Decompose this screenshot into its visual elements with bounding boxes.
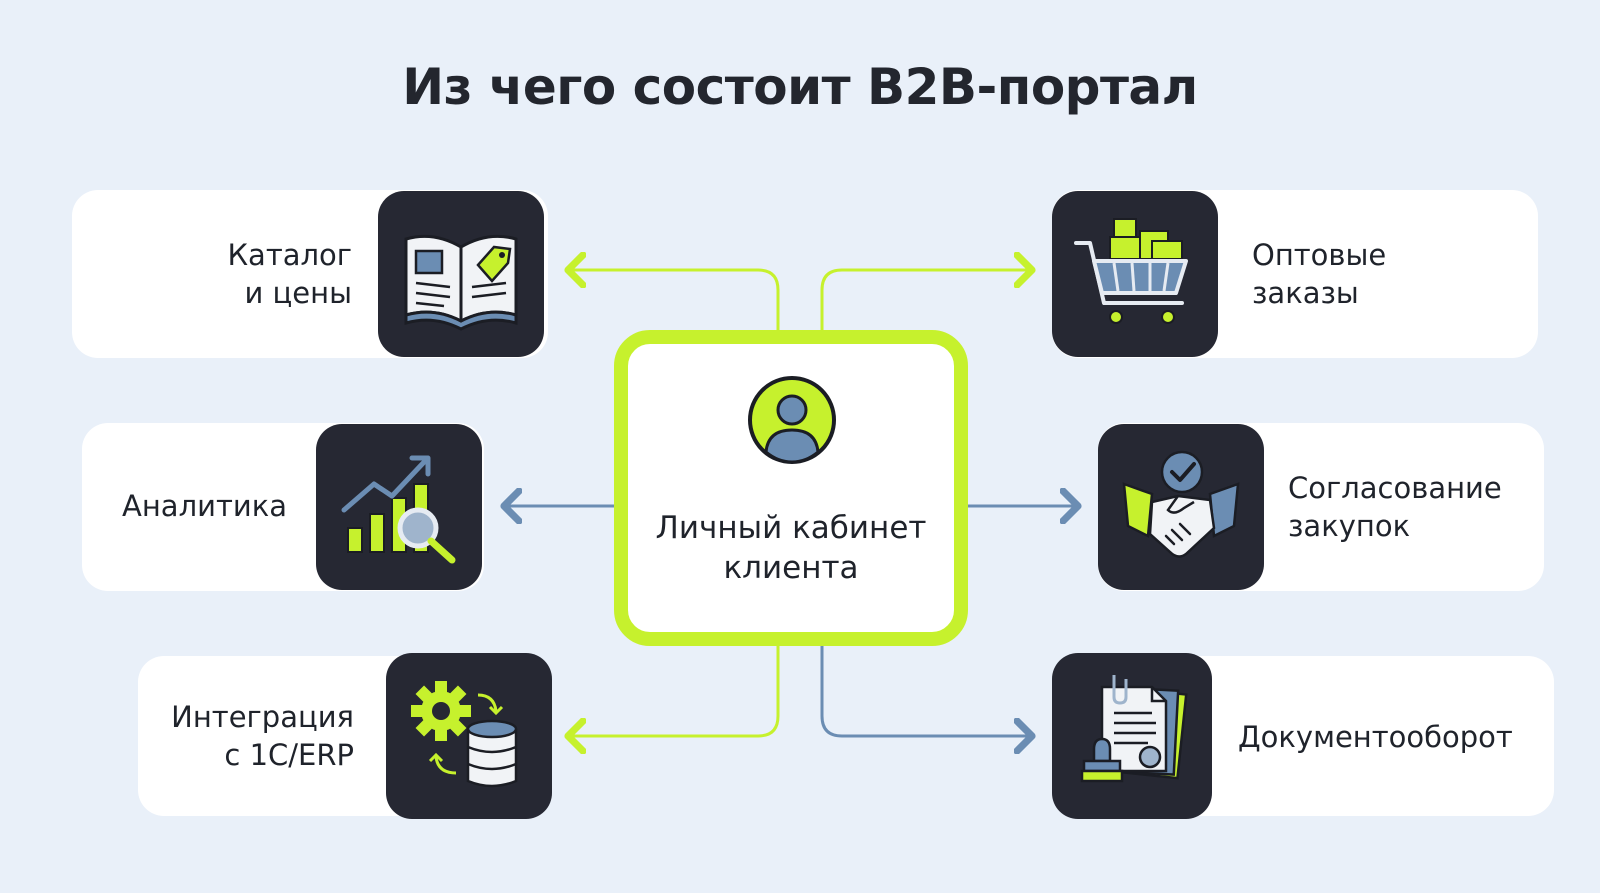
card-documents-label: Документооборот — [1238, 720, 1513, 754]
card-integration-label: Интеграция с 1С/ERP — [171, 700, 354, 772]
card-analytics: Аналитика — [82, 423, 484, 591]
analytics-chart-icon — [316, 424, 482, 590]
card-orders: Оптовые заказы — [1052, 190, 1538, 358]
card-approval: Согласование закупок — [1098, 423, 1544, 591]
user-avatar-icon — [748, 376, 836, 464]
card-orders-label: Оптовые заказы — [1252, 238, 1387, 310]
connector-orders — [820, 270, 1032, 330]
documents-stamp-icon — [1052, 653, 1212, 819]
card-approval-label: Согласование закупок — [1288, 471, 1502, 543]
connector-documents — [820, 646, 1032, 736]
card-catalog: Каталог и цены — [72, 190, 548, 358]
shopping-cart-icon — [1052, 191, 1218, 357]
handshake-check-icon — [1098, 424, 1264, 590]
connector-integration — [568, 646, 780, 736]
catalog-book-icon — [378, 191, 544, 357]
card-analytics-label: Аналитика — [122, 489, 287, 523]
card-documents: Документооборот — [1052, 653, 1554, 819]
center-label: Личный кабинет клиента — [655, 510, 927, 586]
center-hub: Личный кабинет клиента — [614, 330, 968, 646]
integration-gear-database-icon — [386, 653, 552, 819]
page-title: Из чего состоит B2B-портал — [402, 58, 1198, 116]
card-integration: Интеграция с 1С/ERP — [138, 653, 552, 819]
card-catalog-label: Каталог и цены — [227, 238, 352, 310]
connector-catalog — [568, 270, 780, 330]
